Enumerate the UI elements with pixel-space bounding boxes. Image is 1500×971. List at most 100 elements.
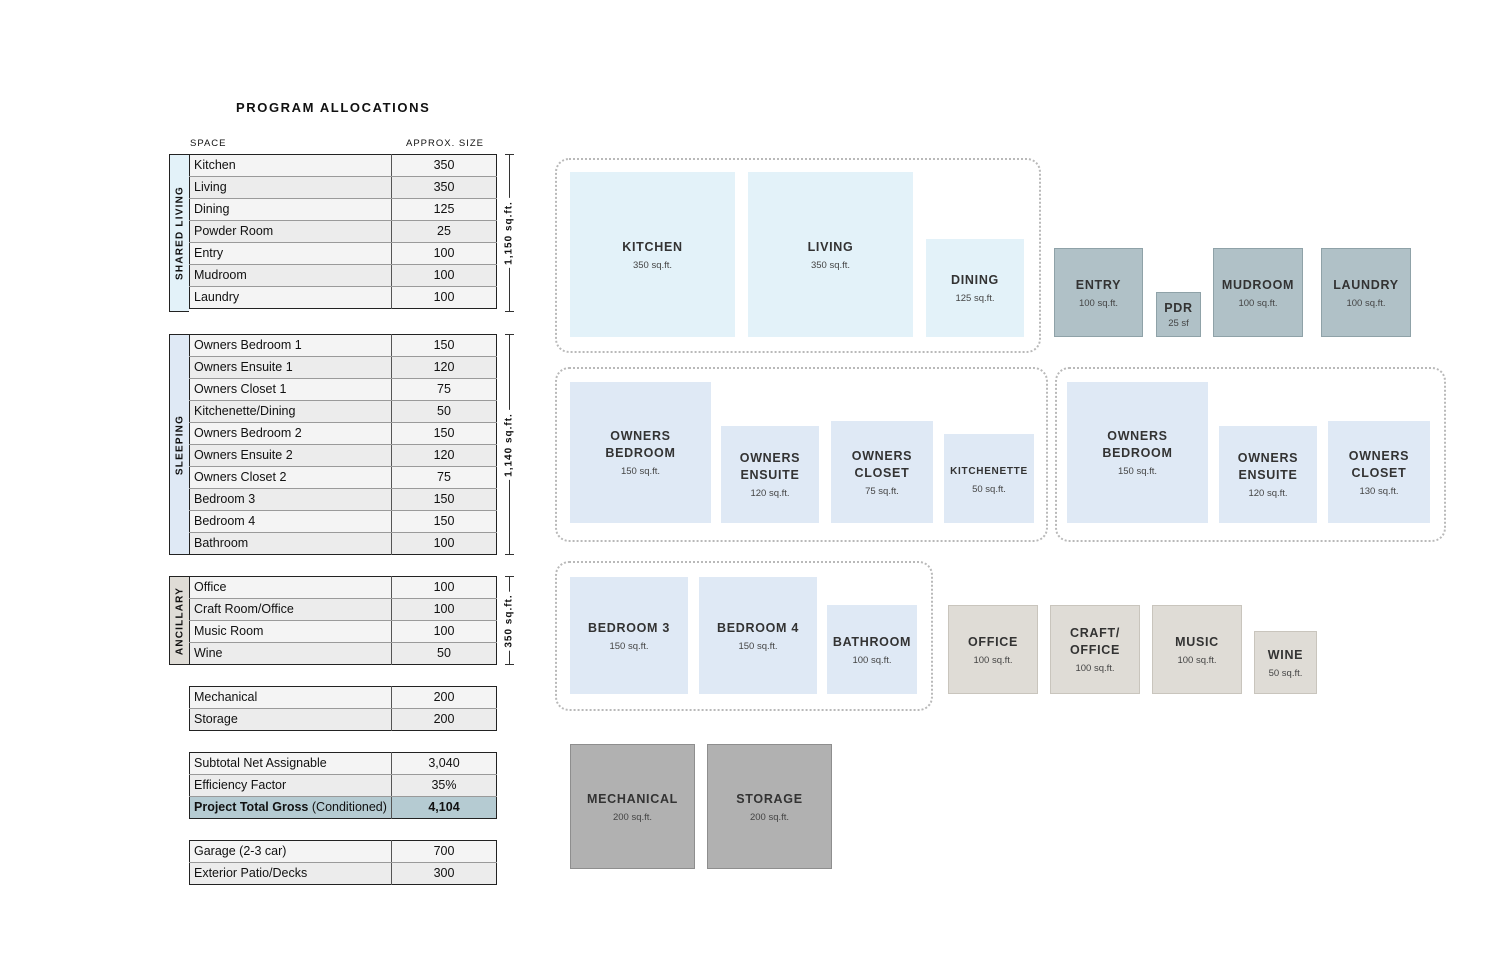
space-cell: Craft Room/Office <box>189 598 392 621</box>
space-cell: Wine <box>189 642 392 665</box>
space-cell: Bedroom 3 <box>189 488 392 511</box>
size-cell: 150 <box>391 334 497 357</box>
space-name: Wine <box>194 646 223 660</box>
room-name: MUDROOM <box>1221 277 1295 292</box>
size-cell: 100 <box>391 620 497 643</box>
room-name: BEDROOM 4 <box>716 620 799 635</box>
group-bar-ancillary: ANCILLARY <box>169 576 189 665</box>
dimension-sleeping: 1,140 sq.ft. <box>503 334 517 555</box>
room-name: STORAGE <box>736 791 803 806</box>
room-dining: DINING 125 sq.ft. <box>926 239 1024 337</box>
room-living: LIVING 350 sq.ft. <box>748 172 913 337</box>
space-cell: Owners Closet 2 <box>189 466 392 489</box>
room-entry: ENTRY 100 sq.ft. <box>1054 248 1143 337</box>
room-kitchen: KITCHEN 350 sq.ft. <box>570 172 735 337</box>
size-cell: 35% <box>391 774 497 797</box>
space-name: Mechanical <box>194 690 258 704</box>
group-label-sleeping: SLEEPING <box>174 414 185 475</box>
space-name: Mudroom <box>194 268 247 282</box>
room-area: 50 sq.ft. <box>1268 667 1303 679</box>
room-pdr: PDR 25 sf <box>1156 292 1201 337</box>
size-cell: 100 <box>391 286 497 309</box>
size-cell: 50 <box>391 400 497 423</box>
room-mechanical: MECHANICAL 200 sq.ft. <box>570 744 695 869</box>
space-cell: Music Room <box>189 620 392 643</box>
space-cell: Subtotal Net Assignable <box>189 752 392 775</box>
room-area: 50 sq.ft. <box>972 483 1006 495</box>
space-cell: Owners Ensuite 1 <box>189 356 392 379</box>
room-name: LIVING <box>807 239 854 254</box>
room-storage: STORAGE 200 sq.ft. <box>707 744 832 869</box>
dimension-label-sleeping: 1,140 sq.ft. <box>503 409 515 480</box>
space-name: Kitchenette/Dining <box>194 404 296 418</box>
table-row: Music Room 100 <box>189 620 497 643</box>
room-name: OWNERS BEDROOM <box>1102 429 1173 460</box>
size-cell: 350 <box>391 154 497 177</box>
group-label-shared-living: SHARED LIVING <box>174 186 185 280</box>
dimension-ancillary: 350 sq.ft. <box>503 576 517 665</box>
table-row: Craft Room/Office 100 <box>189 598 497 621</box>
space-cell: Owners Closet 1 <box>189 378 392 401</box>
size-cell: 200 <box>391 686 497 709</box>
space-cell: Owners Bedroom 1 <box>189 334 392 357</box>
room-area: 200 sq.ft. <box>749 811 790 823</box>
space-cell: Bedroom 4 <box>189 510 392 533</box>
zone-shared-living <box>555 158 1041 353</box>
room-name: BATHROOM <box>832 634 912 649</box>
space-cell: Garage (2-3 car) <box>189 840 392 863</box>
space-cell: Dining <box>189 198 392 221</box>
dimension-label-ancillary: 350 sq.ft. <box>503 590 515 651</box>
table-row: Owners Closet 2 75 <box>189 466 497 489</box>
room-name: KITCHEN <box>622 239 683 254</box>
room-name: ENTRY <box>1075 277 1122 292</box>
room-area: 100 sq.ft. <box>1078 297 1119 309</box>
space-cell: Mechanical <box>189 686 392 709</box>
room-area: 100 sq.ft. <box>1075 663 1115 674</box>
space-name: Owners Closet 2 <box>194 470 287 484</box>
room-name: MUSIC <box>1175 634 1219 649</box>
room-area: 350 sq.ft. <box>632 259 673 271</box>
room-area: 150 sq.ft. <box>609 640 649 652</box>
room-name: MECHANICAL <box>586 791 679 806</box>
space-name: Music Room <box>194 624 264 638</box>
space-cell: Storage <box>189 708 392 731</box>
space-name: Efficiency Factor <box>194 778 287 792</box>
size-cell: 100 <box>391 598 497 621</box>
room-music: MUSIC 100 sq.ft. <box>1152 605 1242 694</box>
room-name: OWNERS CLOSET <box>851 448 913 480</box>
space-name: Powder Room <box>194 224 274 238</box>
room-name: LAUNDRY <box>1333 277 1399 292</box>
room-name: DINING <box>951 273 999 287</box>
room-name: OFFICE <box>967 634 1019 649</box>
space-cell: Bathroom <box>189 532 392 555</box>
room-name: OWNERS ENSUITE <box>739 451 801 482</box>
group-bar-sleeping: SLEEPING <box>169 334 189 555</box>
size-cell: 75 <box>391 466 497 489</box>
room-laundry: LAUNDRY 100 sq.ft. <box>1321 248 1411 337</box>
size-cell: 200 <box>391 708 497 731</box>
size-cell: 150 <box>391 510 497 533</box>
room-mudroom: MUDROOM 100 sq.ft. <box>1213 248 1303 337</box>
size-cell: 100 <box>391 532 497 555</box>
space-cell: Project Total Gross (Conditioned) <box>189 796 392 819</box>
space-cell: Efficiency Factor <box>189 774 392 797</box>
conditioned-note: (Conditioned) <box>311 800 387 814</box>
space-name: Entry <box>194 246 224 260</box>
room-name: BEDROOM 3 <box>587 620 670 635</box>
room-area: 100 sq.ft. <box>1177 654 1217 666</box>
space-name: Craft Room/Office <box>194 602 294 616</box>
dimension-shared-living: 1,150 sq.ft. <box>503 154 517 312</box>
room-office: OFFICE 100 sq.ft. <box>948 605 1038 694</box>
room-area: 125 sq.ft. <box>955 293 995 304</box>
table-row: Project Total Gross (Conditioned)4,104 <box>189 796 497 819</box>
